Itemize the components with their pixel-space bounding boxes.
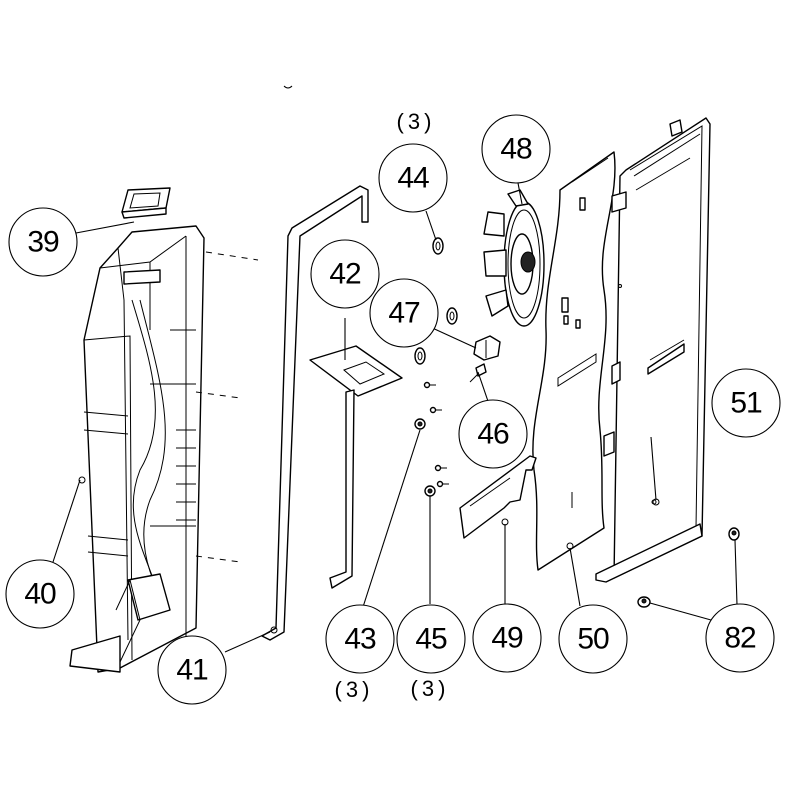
callout-42-label: 42	[329, 258, 361, 291]
part-82-caps	[637, 527, 740, 608]
callout-47: 47	[369, 278, 439, 348]
callout-39-label: 39	[27, 226, 59, 259]
callout-45: 45	[396, 604, 466, 674]
stray-mark	[283, 85, 293, 89]
part-48-fan	[483, 189, 545, 327]
callout-50: 50	[558, 604, 628, 674]
part-42-plate	[309, 318, 403, 589]
qty-43: (3)	[335, 677, 374, 702]
callout-51-label: 51	[730, 387, 762, 420]
callout-49: 49	[472, 603, 542, 673]
part-43-washer	[414, 418, 426, 430]
part-39-bracket	[121, 187, 171, 219]
callout-45-label: 45	[415, 623, 447, 656]
part-50-divider	[532, 151, 616, 571]
callout-40: 40	[5, 559, 75, 629]
qty-44: (3)	[397, 109, 436, 134]
part-45-screw-1	[434, 464, 447, 472]
part-49-plate	[459, 455, 537, 539]
callout-48: 48	[481, 114, 551, 184]
callout-41-label: 41	[176, 654, 208, 687]
callout-44: 44	[378, 143, 448, 213]
callout-43-label: 43	[344, 623, 376, 656]
callout-41: 41	[157, 635, 227, 705]
part-43-screw-2	[429, 406, 442, 414]
leader-lines	[52, 182, 738, 653]
callout-49-label: 49	[491, 622, 523, 655]
callout-51: 51	[711, 368, 781, 438]
part-44-nut-3	[414, 347, 426, 365]
callout-50-label: 50	[577, 623, 609, 656]
part-44-nut-2	[446, 307, 458, 325]
callout-46: 46	[458, 399, 528, 469]
part-45-washer	[424, 485, 436, 497]
qty-45: (3)	[411, 676, 450, 701]
part-40-housing	[69, 225, 205, 673]
part-44-nut-1	[432, 237, 444, 255]
callout-40-label: 40	[24, 578, 56, 611]
callout-39: 39	[8, 207, 78, 277]
callout-44-label: 44	[397, 162, 429, 195]
callout-47-label: 47	[388, 297, 420, 330]
callout-82-label: 82	[724, 622, 756, 655]
part-47-clip	[473, 335, 501, 361]
callout-46-label: 46	[477, 418, 509, 451]
callout-43: 43	[325, 604, 395, 674]
callout-42: 42	[310, 239, 380, 309]
fasteners	[414, 237, 501, 497]
callout-48-label: 48	[500, 133, 532, 166]
part-45-screw-2	[436, 480, 449, 488]
part-82-cap-2	[637, 596, 651, 608]
alignment-lines	[195, 251, 259, 563]
part-43-screw-1	[423, 381, 436, 389]
part-82-cap-1	[728, 527, 740, 541]
callout-82: 82	[705, 603, 775, 673]
part-51-back-panel	[595, 117, 711, 583]
